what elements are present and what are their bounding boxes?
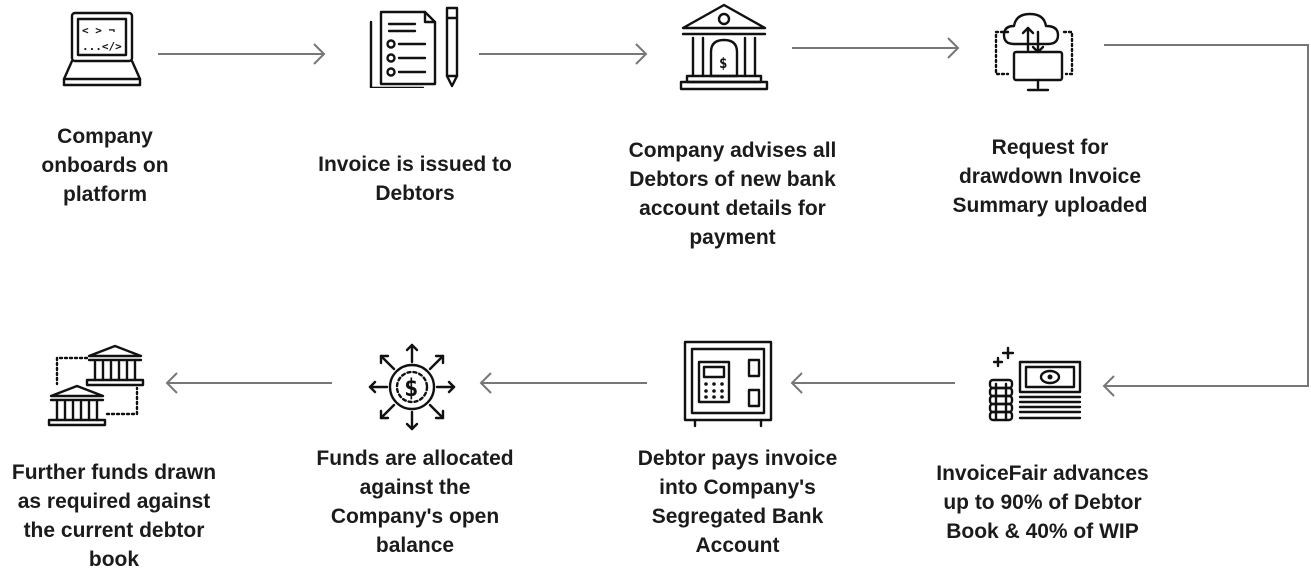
invoice-checklist-icon bbox=[369, 6, 459, 88]
arrow-step7-to-step8 bbox=[165, 372, 332, 394]
svg-text:$: $ bbox=[719, 56, 727, 72]
safe-vault-icon bbox=[683, 340, 773, 428]
linked-banks-icon bbox=[47, 344, 145, 427]
step-7-label: Funds are allocated against the Company'… bbox=[316, 447, 514, 557]
arrow-step5-to-step6 bbox=[790, 372, 955, 394]
cash-coins-icon bbox=[988, 346, 1082, 422]
arrow-step6-to-step7 bbox=[479, 372, 647, 394]
cloud-upload-monitor-icon bbox=[994, 12, 1074, 92]
step-3-label: Company advises all Debtors of new bank … bbox=[628, 139, 837, 249]
step-4-label: Request for drawdown Invoice Summary upl… bbox=[952, 136, 1148, 217]
step-6-label: Debtor pays invoice into Company's Segre… bbox=[637, 447, 838, 557]
laptop-code-icon: < > ¬ ...</> bbox=[62, 11, 142, 87]
arrow-step2-to-step3 bbox=[479, 43, 648, 65]
bank-building-icon: $ bbox=[679, 3, 769, 91]
arrow-step1-to-step2 bbox=[158, 43, 326, 65]
arrow-step4-to-step5 bbox=[1102, 44, 1309, 397]
step-1-label: Company onboards on platform bbox=[41, 125, 169, 206]
svg-text:...</>: ...</> bbox=[82, 40, 122, 53]
step-2-label: Invoice is issued to Debtors bbox=[318, 153, 512, 205]
step-8-label: Further funds drawn as required against … bbox=[11, 461, 217, 571]
step-5-label: InvoiceFair advances up to 90% of Debtor… bbox=[936, 462, 1149, 543]
svg-text:$: $ bbox=[404, 374, 418, 402]
svg-text:< > ¬: < > ¬ bbox=[82, 24, 115, 37]
arrow-step3-to-step4 bbox=[792, 37, 960, 59]
dollar-distribution-icon: $ bbox=[368, 343, 456, 431]
